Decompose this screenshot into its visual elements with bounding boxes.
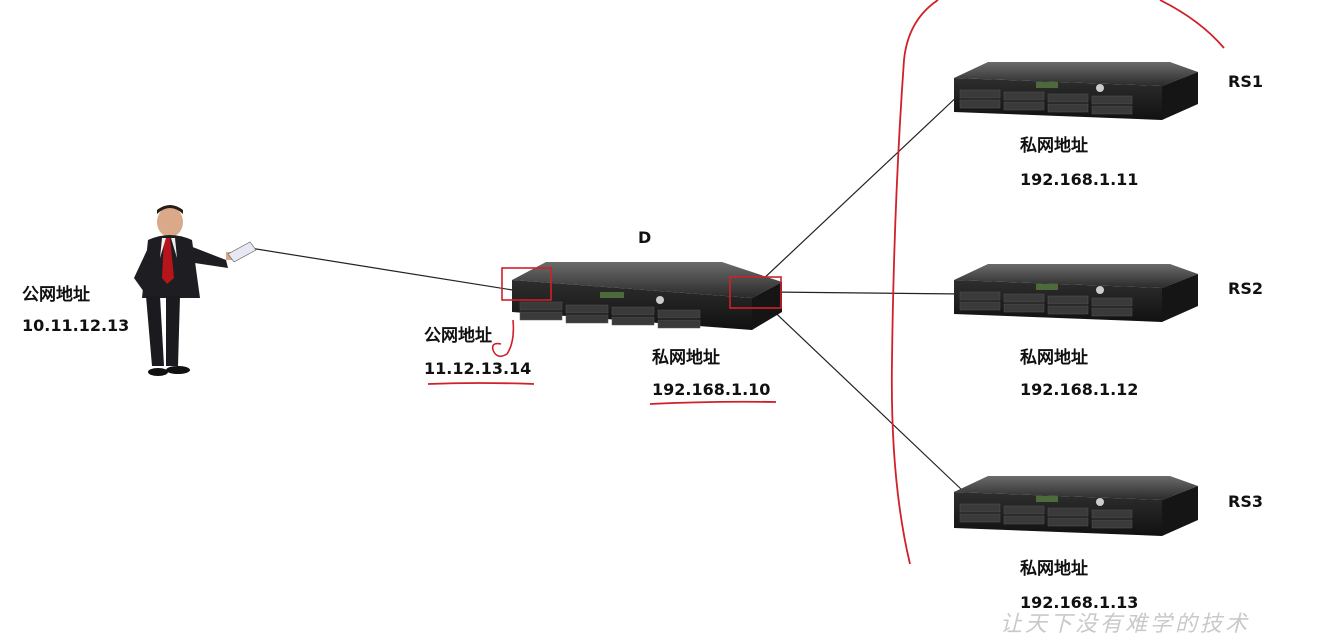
director-server xyxy=(512,262,782,330)
director-to-rs2-line xyxy=(769,291,963,295)
rs2-address-title: 私网地址 xyxy=(1020,348,1088,368)
rs1-address-title: 私网地址 xyxy=(1020,136,1088,156)
watermark: 让天下没有难学的技术 xyxy=(1000,612,1251,637)
public-ip-underline xyxy=(427,382,535,385)
director-to-rs1-line xyxy=(759,91,963,283)
rs2-ip: 192.168.1.12 xyxy=(1020,380,1139,399)
director-name: D xyxy=(638,228,652,247)
rs3-address-title: 私网地址 xyxy=(1020,559,1088,579)
rs2-name: RS2 xyxy=(1228,279,1263,298)
rs3-server xyxy=(954,476,1198,536)
real-server-group-bracket xyxy=(890,0,1225,565)
private-interface-highlight xyxy=(729,276,782,309)
director-to-rs3-line xyxy=(761,299,963,491)
rs3-name: RS3 xyxy=(1228,492,1263,511)
rs3-ip: 192.168.1.13 xyxy=(1020,593,1139,612)
rs1-server xyxy=(954,62,1198,120)
rs1-name: RS1 xyxy=(1228,72,1263,91)
director-public-ip: 11.12.13.14 xyxy=(424,359,532,378)
rs1-ip: 192.168.1.11 xyxy=(1020,170,1139,189)
client-to-director-line xyxy=(249,247,526,293)
director-public-title: 公网地址 xyxy=(424,326,492,346)
public-interface-highlight xyxy=(501,267,552,301)
private-ip-underline xyxy=(649,400,777,405)
client-ip: 10.11.12.13 xyxy=(22,316,130,335)
client-address-title: 公网地址 xyxy=(22,285,90,305)
annotation-hook xyxy=(491,319,515,358)
user-figure xyxy=(134,205,257,376)
director-private-ip: 192.168.1.10 xyxy=(652,380,771,399)
director-private-title: 私网地址 xyxy=(652,348,720,368)
rs2-server xyxy=(954,264,1198,322)
